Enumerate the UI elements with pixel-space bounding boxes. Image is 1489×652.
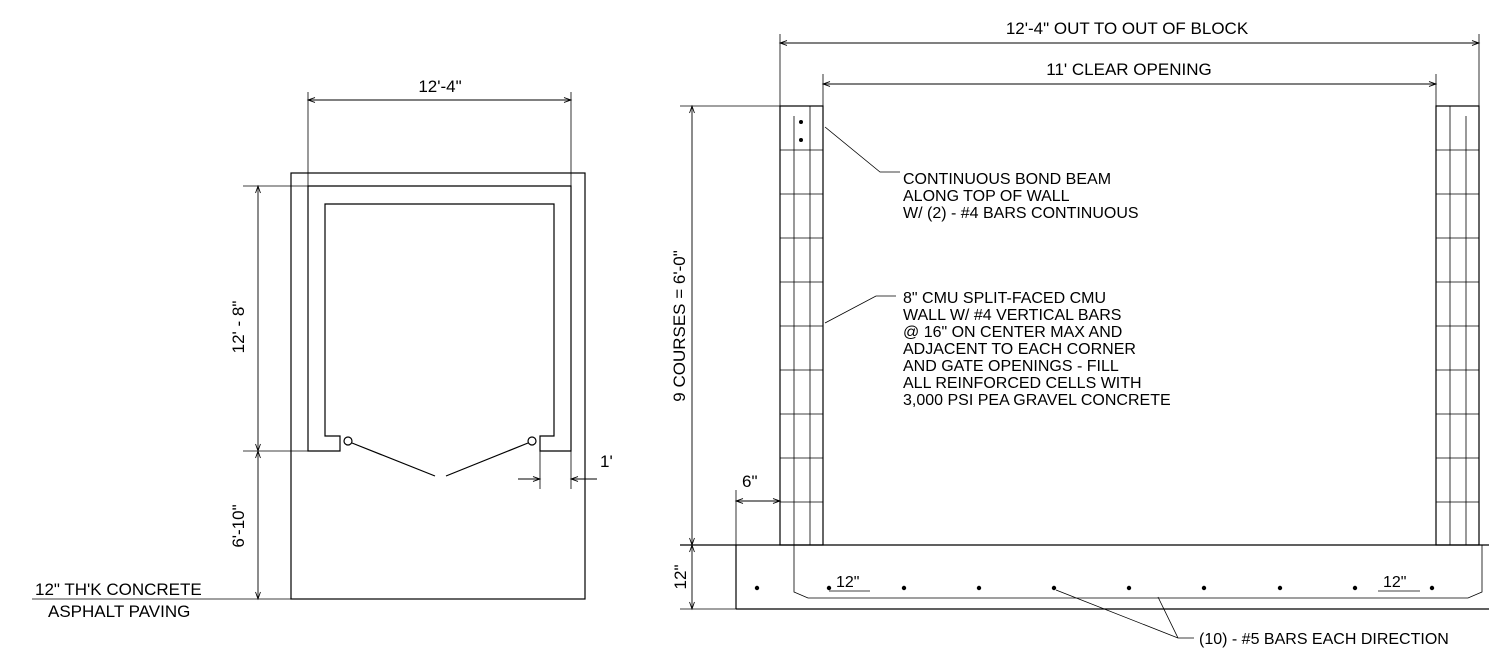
cmu-note-line3: @ 16" ON CENTER MAX AND (903, 324, 1122, 341)
bond-beam-leader (824, 126, 900, 173)
bond-beam-note-line3: W/ (2) - #4 BARS CONTINUOUS (903, 205, 1139, 222)
plan-apron-dim: 6'-10" (229, 504, 248, 547)
elevation-view: 12" 12" 12'-4" OUT TO OUT OF BLOCK 11' C… (670, 19, 1489, 648)
plan-offset-dim: 1' (600, 452, 613, 471)
bar-spacing-right: 12" (1383, 574, 1406, 591)
cmu-note-line7: 3,000 PSI PEA GRAVEL CONCRETE (903, 392, 1171, 409)
gate-leaf-right (445, 442, 529, 477)
paving-label-line2: ASPHALT PAVING (48, 602, 190, 621)
plan-view: 12'-4" 12' - 8" 6'-10" 1' 12" TH'K CONCR… (32, 77, 613, 621)
gate-hinge-right (527, 436, 537, 446)
clear-opening-dim: 11' CLEAR OPENING (1046, 60, 1211, 79)
enclosure-wall-outer (307, 185, 572, 452)
left-cmu-wall (779, 105, 824, 546)
concrete-slab-outline (290, 172, 586, 600)
footing-bars-leader-2 (1157, 596, 1179, 639)
gate-hinge-left (343, 436, 353, 446)
cmu-note-line1: 8" CMU SPLIT-FACED CMU (903, 290, 1106, 307)
bond-beam-note-line1: CONTINUOUS BOND BEAM (903, 171, 1111, 188)
paving-label-line1: 12" TH'K CONCRETE (35, 580, 202, 599)
bond-beam-note-line2: ALONG TOP OF WALL (903, 188, 1070, 205)
height-dim: 9 COURSES = 6'-0" (670, 250, 689, 401)
bond-beam-bar-1 (799, 120, 803, 124)
left-wall-courses (780, 149, 823, 503)
bond-beam-bar-2 (799, 138, 803, 142)
footing-offset-dim: 6" (742, 472, 758, 491)
plan-depth-dim: 12' - 8" (229, 301, 248, 354)
right-cmu-wall (1435, 105, 1480, 546)
cmu-note-line5: AND GATE OPENINGS - FILL (903, 358, 1119, 375)
footing-bars-leader-1 (1055, 589, 1194, 639)
overall-dim: 12'-4" OUT TO OUT OF BLOCK (1006, 19, 1249, 38)
cmu-wall-leader (824, 295, 896, 324)
gate-leaf-left (351, 442, 436, 477)
cmu-note-line4: ADJACENT TO EACH CORNER (903, 341, 1136, 358)
cmu-note-line2: WALL W/ #4 VERTICAL BARS (903, 307, 1121, 324)
footing-rebar-dots (754, 585, 1435, 591)
plan-width-dim: 12'-4" (418, 77, 461, 96)
footing-thickness-dim: 12" (671, 565, 690, 590)
right-wall-courses (1436, 149, 1479, 503)
footing-bars-note: (10) - #5 BARS EACH DIRECTION (1199, 631, 1449, 648)
cmu-note-line6: ALL REINFORCED CELLS WITH (903, 375, 1142, 392)
footing-bar-hook-left (793, 545, 1483, 599)
bar-spacing-left: 12" (836, 574, 859, 591)
